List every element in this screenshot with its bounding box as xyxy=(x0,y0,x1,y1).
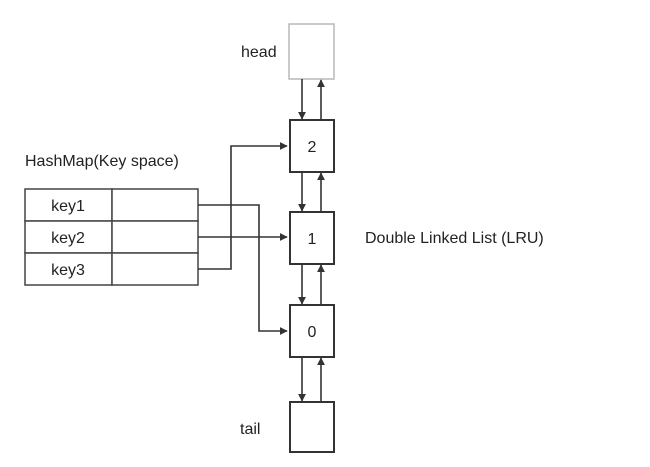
key-cell xyxy=(24,188,113,222)
list-node: 2 xyxy=(289,119,335,173)
value-cell xyxy=(111,188,199,222)
key-label: key2 xyxy=(51,230,85,247)
tail-label: tail xyxy=(240,421,260,438)
node-value: 1 xyxy=(308,231,317,248)
hashmap-table: key1 key2 key3 xyxy=(24,188,199,286)
value-cell xyxy=(111,252,199,286)
key-cell xyxy=(24,220,113,254)
key-label: key1 xyxy=(51,198,85,215)
hashmap-row: key3 xyxy=(24,252,199,286)
list-node: 0 xyxy=(289,304,335,358)
head-box xyxy=(288,23,335,80)
node-value: 0 xyxy=(308,324,317,341)
head-label: head xyxy=(241,44,277,61)
node-value: 2 xyxy=(308,139,317,156)
key-cell xyxy=(24,252,113,286)
key3-to-node-2-arrow xyxy=(198,142,288,270)
hashmap-title: HashMap(Key space) xyxy=(25,153,179,170)
value-cell xyxy=(111,220,199,254)
key-label: key3 xyxy=(51,262,85,279)
tail-box xyxy=(289,401,335,453)
list-title: Double Linked List (LRU) xyxy=(365,230,544,247)
key1-to-node-0-arrow xyxy=(198,204,288,335)
hashmap-row: key1 xyxy=(24,188,199,222)
hashmap-row: key2 xyxy=(24,220,199,254)
list-node: 1 xyxy=(289,211,335,265)
